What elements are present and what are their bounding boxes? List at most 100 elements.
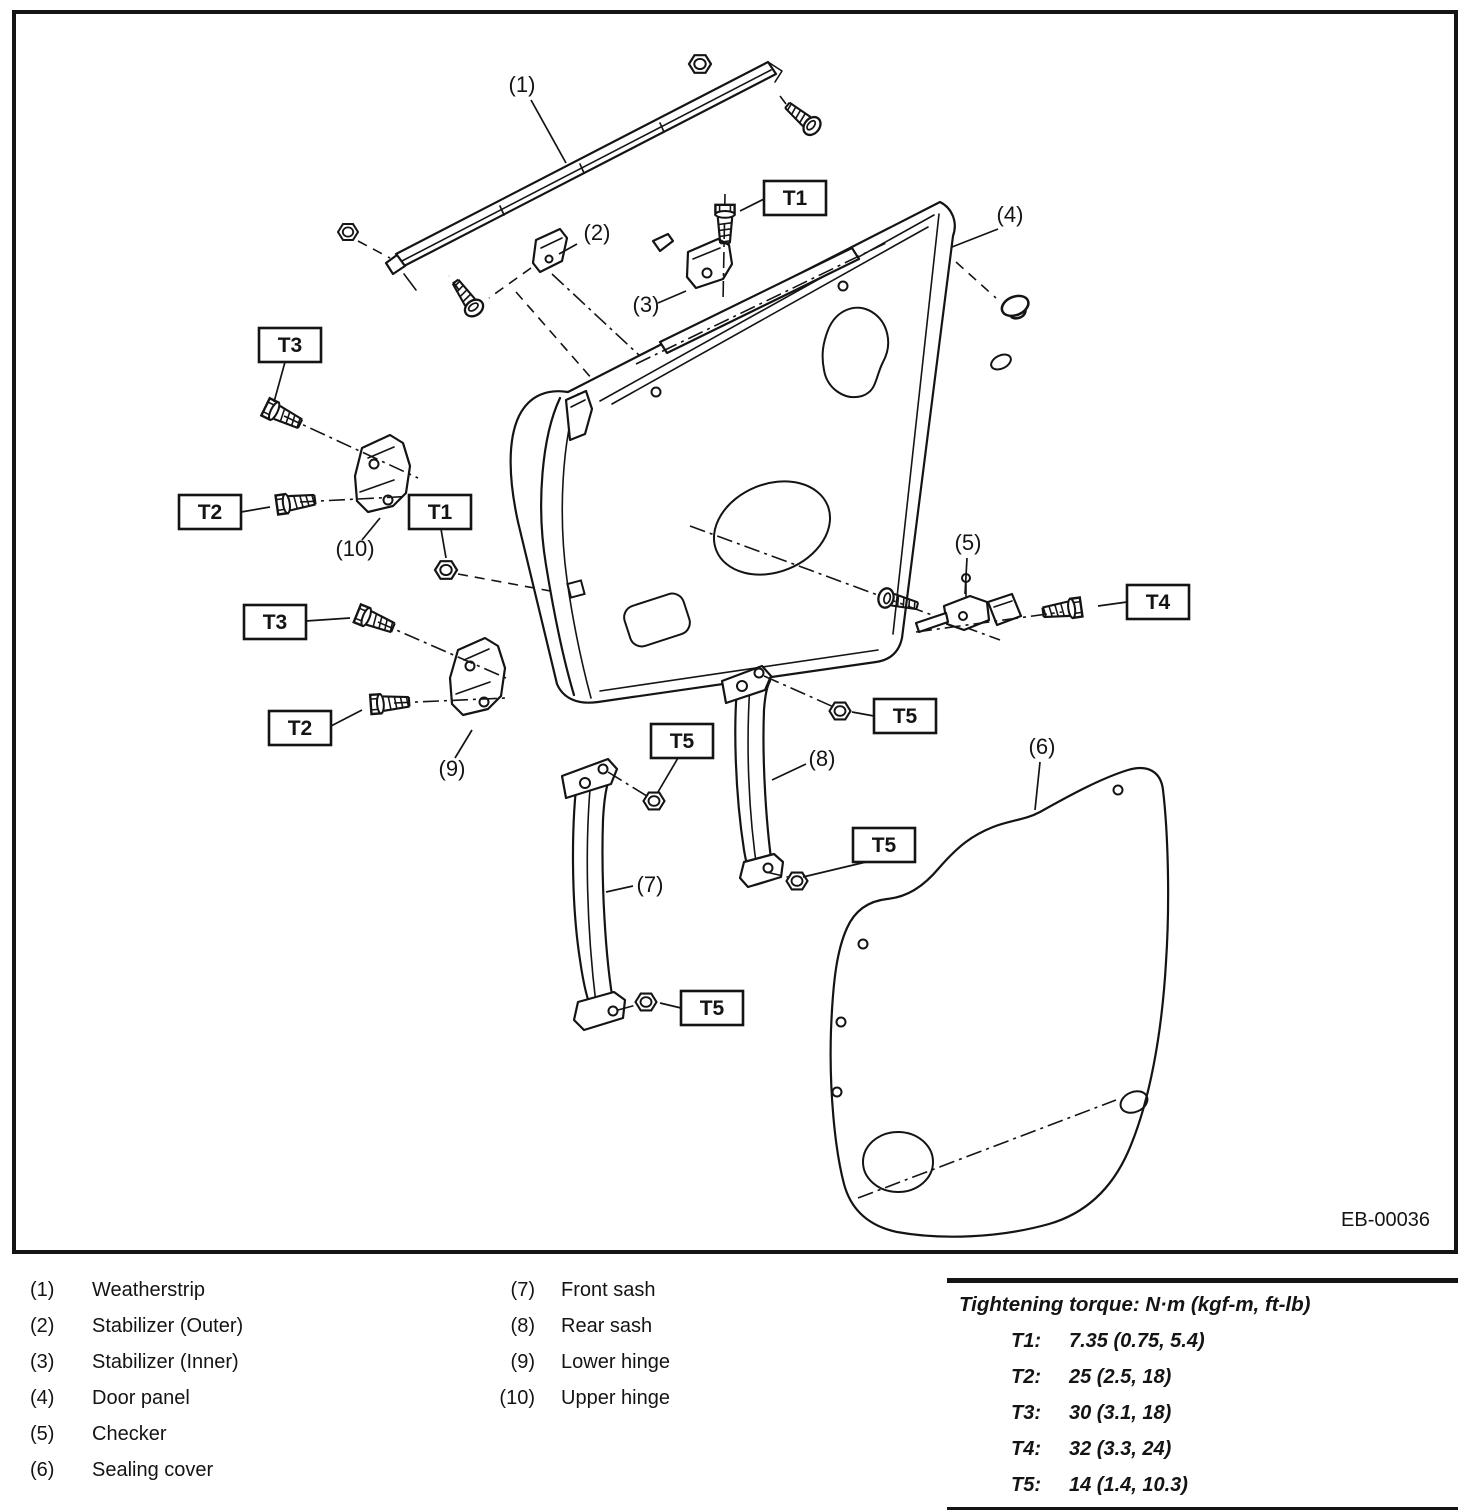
legend-item: (1) Weatherstrip [30, 1272, 487, 1308]
rear-sash-nut-top [828, 701, 852, 721]
torque-label-t1-top: T1 [739, 179, 828, 217]
callout-leader [771, 763, 807, 781]
callout-leader [454, 729, 473, 759]
diagram-frame: T1 T3 T2 T1 T3 T2 T4 T5 T5 [12, 10, 1458, 1254]
torque-label-t3-lower: T3 [242, 603, 351, 641]
svg-text:T5: T5 [872, 834, 897, 857]
legend-item: (3) Stabilizer (Inner) [30, 1344, 487, 1380]
legend-item-number: (8) [510, 1315, 535, 1337]
callout-4: (4) [997, 202, 1024, 227]
sealing-cover-part [829, 766, 1170, 1238]
svg-text:T3: T3 [278, 334, 303, 357]
axis-line [515, 291, 601, 389]
weatherstrip-screw-right [779, 96, 826, 140]
axis-line [776, 91, 787, 105]
legend-item: (8) Rear sash [487, 1308, 947, 1344]
svg-text:T2: T2 [288, 717, 313, 740]
callout-8: (8) [809, 746, 836, 771]
upper-hinge-bolt-t3 [260, 397, 306, 434]
callout-7: (7) [637, 872, 664, 897]
legend-item-label: Upper hinge [561, 1387, 670, 1409]
weatherstrip-part [384, 60, 783, 291]
legend-item: (4) Door panel [30, 1380, 487, 1416]
torque-table-title: Tightening torque: N·m (kgf-m, ft-lb) [959, 1293, 1311, 1316]
callout-leader [951, 228, 999, 248]
legend-item-number: (10) [499, 1387, 535, 1409]
legend-item-label: Door panel [92, 1387, 190, 1409]
legend-item-label: Rear sash [561, 1315, 653, 1337]
torque-label-t2-lower: T2 [267, 709, 363, 747]
door-nut-t1 [433, 560, 459, 580]
axis-line [551, 273, 641, 357]
checker-bolt-t4 [1040, 596, 1084, 624]
rear-sash-nut-bottom [785, 871, 809, 891]
legend-item: (2) Stabilizer (Outer) [30, 1308, 487, 1344]
rear-sash-part [720, 664, 785, 889]
weatherstrip-nut-left [337, 223, 359, 241]
callout-2: (2) [584, 220, 611, 245]
legend-item-number: (6) [30, 1459, 55, 1481]
svg-text:T2: T2 [198, 501, 223, 524]
axis-line [915, 611, 1063, 633]
legend-item-number: (1) [30, 1279, 55, 1301]
axis-line [617, 1003, 641, 1011]
torque-label-t5-front-top: T5 [649, 722, 715, 793]
axis-line [722, 193, 726, 303]
svg-text:T5: T5 [893, 705, 918, 728]
legend-item: (5) Checker [30, 1416, 487, 1452]
figure-code: EB-00036 [1341, 1209, 1430, 1231]
legend-item-label: Sealing cover [92, 1459, 214, 1481]
legend-item-number: (3) [30, 1351, 55, 1373]
callout-leader [558, 243, 578, 255]
axis-line [283, 415, 419, 479]
torque-label-t5-rear-top: T5 [851, 697, 938, 735]
legend-column-1: (1) Weatherstrip (2) Stabilizer (Outer) … [12, 1272, 487, 1488]
legend-column-2: (7) Front sash (8) Rear sash (9) Lower h… [487, 1272, 947, 1416]
stabilizer-bolt-t1 [714, 203, 736, 245]
callout-leader [964, 557, 968, 595]
legend-item-number: (9) [510, 1351, 535, 1373]
door-panel-part [509, 200, 956, 704]
legend-item: (6) Sealing cover [30, 1452, 487, 1488]
torque-value: 32 (3.3, 24) [1069, 1438, 1172, 1460]
torque-label-t3-upper: T3 [257, 326, 323, 403]
callout-leader [605, 885, 634, 893]
torque-value: 14 (1.4, 10.3) [1069, 1474, 1188, 1496]
legend-item-label: Weatherstrip [92, 1279, 206, 1301]
torque-label-t4: T4 [1097, 583, 1191, 621]
axis-line [955, 261, 997, 299]
stabilizer-outer-part [531, 227, 569, 274]
legend-item-number: (5) [30, 1423, 55, 1445]
torque-table: Tightening torque: N·m (kgf-m, ft-lb) T1… [947, 1278, 1458, 1510]
axis-line [765, 871, 793, 879]
legend-item-label: Lower hinge [561, 1351, 670, 1373]
axis-line [377, 621, 507, 679]
axis-line [607, 771, 651, 799]
axis-line [488, 267, 532, 299]
torque-label-t1-mid: T1 [407, 493, 473, 559]
svg-text:T5: T5 [670, 730, 695, 753]
torque-code: T1: [1011, 1330, 1041, 1352]
torque-code: T3: [1011, 1402, 1041, 1424]
torque-row: T1: 7.35 (0.75, 5.4) [959, 1323, 1458, 1359]
upper-hinge-bolt-t2 [274, 488, 318, 516]
o-ring [990, 353, 1012, 371]
torque-label-t2-upper: T2 [177, 493, 271, 531]
callout-3: (3) [633, 292, 660, 317]
svg-text:T4: T4 [1146, 591, 1171, 614]
checker-part [914, 573, 1023, 634]
exploded-door-diagram: T1 T3 T2 T1 T3 T2 T4 T5 T5 [177, 54, 1430, 1238]
torque-code: T2: [1011, 1366, 1041, 1388]
front-sash-part [560, 757, 627, 1032]
axis-line [299, 495, 417, 503]
callout-leader [657, 290, 687, 304]
callout-1: (1) [509, 72, 536, 97]
legend-item-label: Front sash [561, 1279, 656, 1301]
callout-10: (10) [335, 536, 374, 561]
callout-5: (5) [955, 530, 982, 555]
torque-code: T5: [1011, 1474, 1041, 1496]
torque-label-t5-rear-bottom: T5 [802, 826, 917, 878]
legend-item: (10) Upper hinge [487, 1380, 947, 1416]
torque-value: 30 (3.1, 18) [1069, 1402, 1172, 1424]
torque-value: 25 (2.5, 18) [1069, 1366, 1172, 1388]
